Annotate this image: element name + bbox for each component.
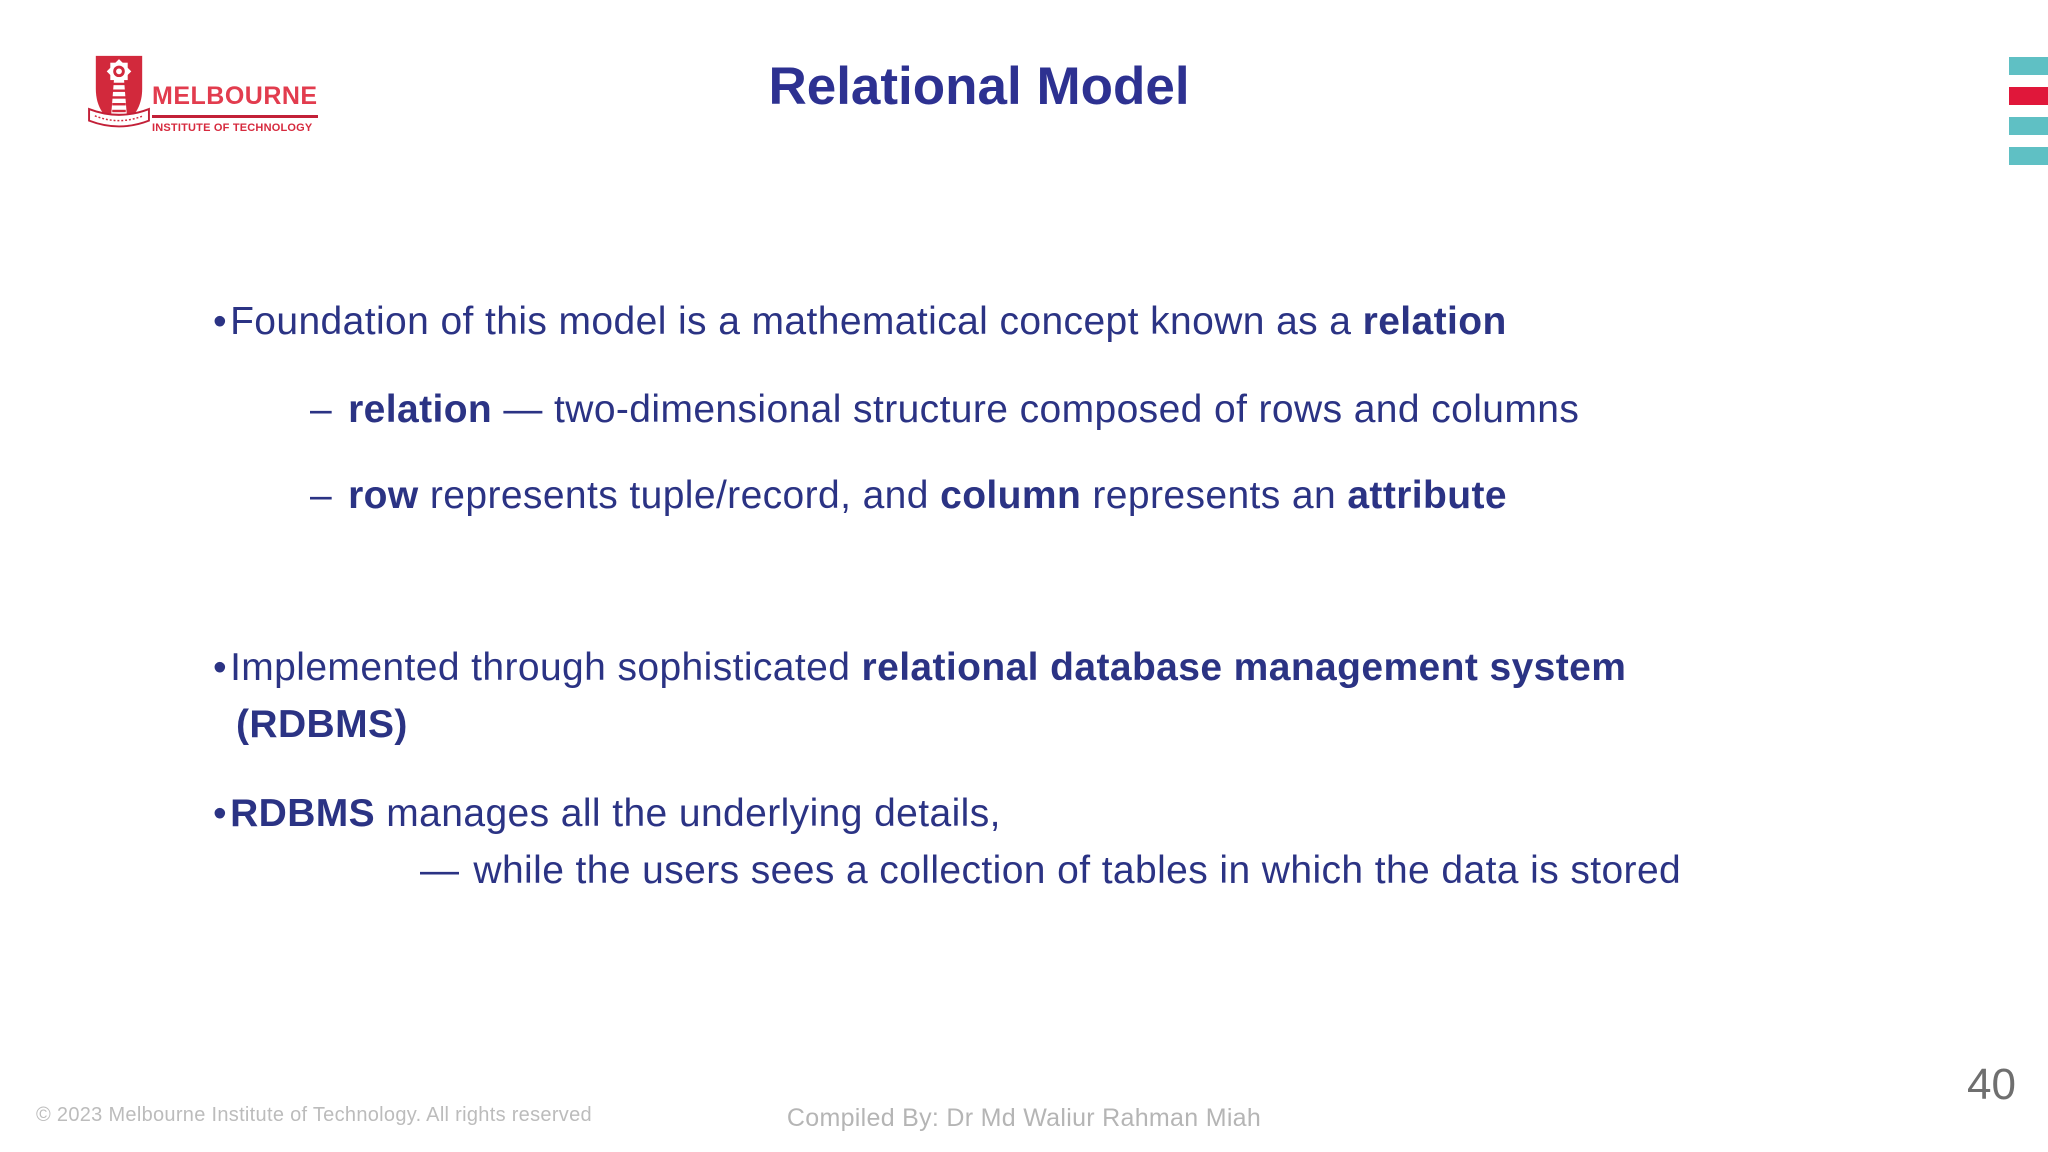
bullet-marker: • bbox=[213, 300, 228, 343]
dash-marker: — bbox=[420, 849, 460, 892]
text-segment-bold: relational database management system bbox=[861, 646, 1627, 689]
text-segment-bold: relation bbox=[348, 388, 493, 431]
decor-bar-red bbox=[2009, 87, 2048, 105]
footer-copyright: © 2023 Melbourne Institute of Technology… bbox=[36, 1104, 592, 1126]
text-segment-bold: (RDBMS) bbox=[236, 703, 408, 746]
bullet-implemented: •Implemented through sophisticated relat… bbox=[213, 646, 1626, 690]
bullet-marker: • bbox=[213, 792, 228, 835]
mit-logo: MELBOURNE INSTITUTE OF TECHNOLOGY bbox=[88, 54, 318, 139]
bullet-implemented-wrap: (RDBMS) bbox=[236, 703, 408, 747]
text-segment: represents tuple/record, and bbox=[418, 474, 941, 517]
decor-bar-teal-1 bbox=[2009, 57, 2048, 75]
bullet-foundation: •Foundation of this model is a mathemati… bbox=[213, 300, 1507, 344]
logo-wordmark: MELBOURNE bbox=[152, 82, 318, 118]
bullet-rdbms: •RDBMS manages all the underlying detail… bbox=[213, 792, 1001, 836]
text-segment: Foundation of this model is a mathematic… bbox=[230, 300, 1363, 343]
subbullet-users: — while the users sees a collection of ta… bbox=[420, 849, 1681, 893]
decor-bars bbox=[2009, 57, 2048, 165]
text-segment-bold: relation bbox=[1362, 300, 1507, 343]
dash-marker: – bbox=[310, 474, 333, 517]
footer-compiled-by: Compiled By: Dr Md Waliur Rahman Miah bbox=[786, 1104, 1262, 1132]
subbullet-row-column: –row represents tuple/record, and column… bbox=[310, 474, 1507, 518]
text-segment-bold: row bbox=[348, 474, 419, 517]
bullet-marker: • bbox=[213, 646, 228, 689]
dash-marker: – bbox=[310, 388, 333, 431]
subbullet-relation: –relation — two-dimensional structure co… bbox=[310, 388, 1579, 432]
decor-bar-teal-2 bbox=[2009, 117, 2048, 135]
slide-title: Relational Model bbox=[768, 57, 1190, 116]
mit-logo-text: MELBOURNE INSTITUTE OF TECHNOLOGY bbox=[152, 82, 332, 134]
text-segment: Implemented through sophisticated bbox=[230, 646, 862, 689]
text-segment: — two-dimensional structure composed of … bbox=[492, 388, 1580, 431]
text-segment-bold: attribute bbox=[1347, 474, 1507, 517]
text-segment: represents an bbox=[1081, 474, 1348, 517]
text-segment-bold: RDBMS bbox=[230, 792, 376, 835]
text-segment: while the users sees a collection of tab… bbox=[473, 849, 1682, 892]
page-number: 40 bbox=[1967, 1060, 2016, 1109]
mit-shield-icon bbox=[88, 55, 150, 128]
text-segment: manages all the underlying details, bbox=[375, 792, 1001, 835]
logo-subtitle: INSTITUTE OF TECHNOLOGY bbox=[152, 122, 313, 134]
text-segment-bold: column bbox=[940, 474, 1082, 517]
decor-bar-teal-3 bbox=[2009, 147, 2048, 165]
